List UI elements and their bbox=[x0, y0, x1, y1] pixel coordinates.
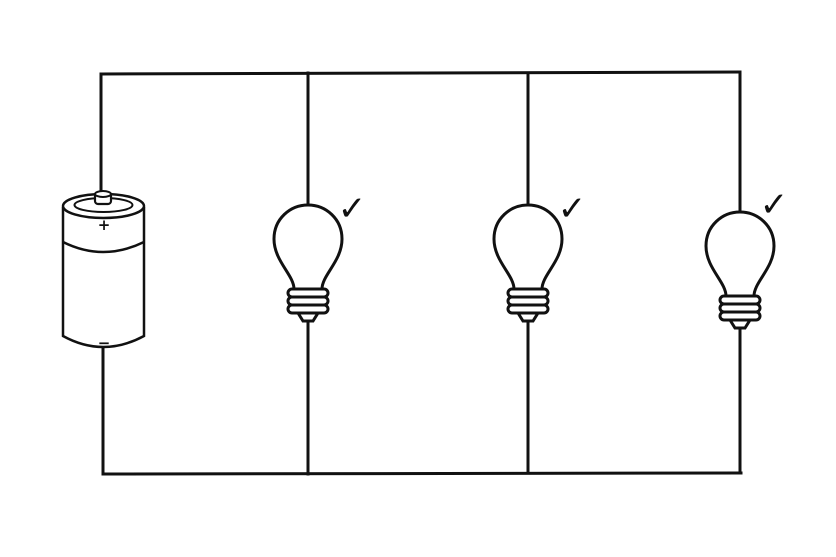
battery-terminal-top bbox=[94, 190, 112, 198]
bulb-1-check-mark-icon: ✓ bbox=[338, 189, 367, 229]
bulb-2 bbox=[492, 203, 564, 323]
bulb-1 bbox=[272, 203, 344, 323]
battery-body bbox=[61, 207, 146, 349]
bulb-3 bbox=[704, 210, 776, 330]
bottom-wire bbox=[101, 471, 743, 476]
battery-band-line bbox=[62, 240, 145, 254]
top-wire bbox=[99, 70, 742, 76]
bulb-3-check-mark-icon: ✓ bbox=[760, 185, 789, 225]
bulb-2-check-mark-icon: ✓ bbox=[558, 189, 587, 229]
battery bbox=[61, 190, 146, 349]
battery-positive-label: + bbox=[98, 216, 111, 234]
battery-negative-label: − bbox=[98, 334, 111, 352]
